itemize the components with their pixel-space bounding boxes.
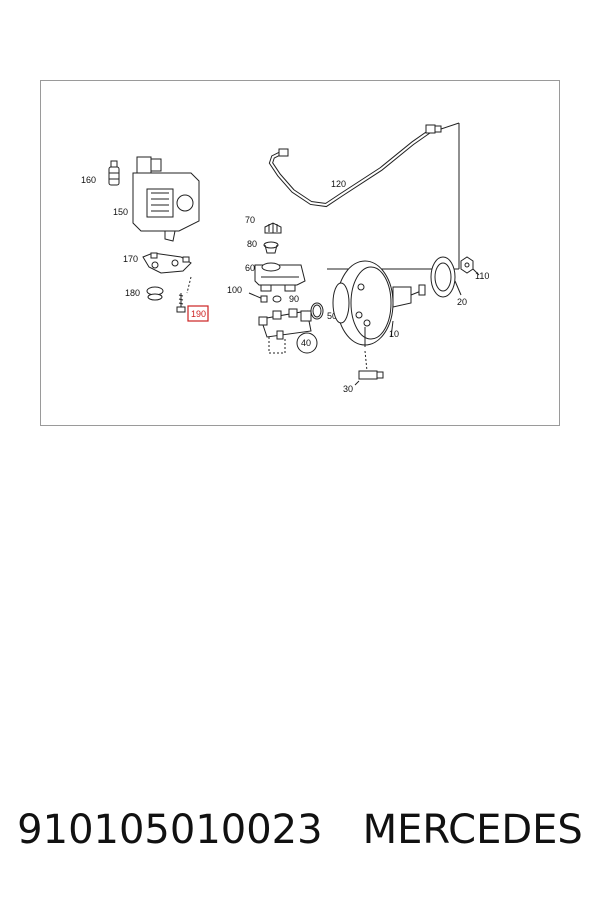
callout-30: 30 (343, 384, 353, 394)
callout-180: 180 (125, 288, 140, 298)
seal-90 (272, 295, 282, 303)
abs-module (132, 156, 200, 242)
reservoir-cap (264, 222, 282, 234)
callout-100: 100 (227, 285, 242, 295)
callout-190: 190 (191, 309, 206, 319)
callout-90: 90 (289, 294, 299, 304)
callout-120: 120 (331, 179, 346, 189)
callout-70: 70 (245, 215, 255, 225)
brake-fluid-reservoir (254, 262, 306, 292)
callout-60: 60 (245, 263, 255, 273)
callout-150: 150 (113, 207, 128, 217)
callout-170: 170 (123, 254, 138, 264)
mounting-bracket (142, 252, 192, 274)
vacuum-check-valve (354, 350, 384, 386)
callout-40-circle (296, 332, 318, 354)
callout-50: 50 (327, 311, 337, 321)
parts-diagram: 120 160 150 (40, 80, 560, 426)
callout-40: 40 (301, 338, 311, 348)
exploded-view-drawing: 120 160 150 (81, 122, 489, 394)
booster-gasket (430, 256, 462, 298)
sensor-part (108, 160, 120, 186)
callout-160: 160 (81, 175, 96, 185)
brake-booster (332, 260, 426, 347)
callout-110: 110 (475, 271, 489, 281)
brake-line-pipe (268, 122, 460, 270)
callout-190-highlight-box (187, 305, 209, 322)
fitting-100 (248, 292, 268, 303)
callout-10: 10 (389, 329, 399, 339)
brand-name: MERCEDES (362, 807, 583, 853)
hex-nut (460, 256, 480, 276)
master-cylinder (258, 308, 312, 354)
callout-20: 20 (457, 297, 467, 307)
caption: 910105010023 MERCEDES (0, 800, 600, 860)
bolt-part (176, 276, 192, 313)
rubber-grommet (146, 286, 164, 301)
reservoir-strainer (263, 241, 279, 254)
part-number: 910105010023 (17, 807, 323, 853)
o-ring (310, 302, 324, 320)
callout-80: 80 (247, 239, 257, 249)
